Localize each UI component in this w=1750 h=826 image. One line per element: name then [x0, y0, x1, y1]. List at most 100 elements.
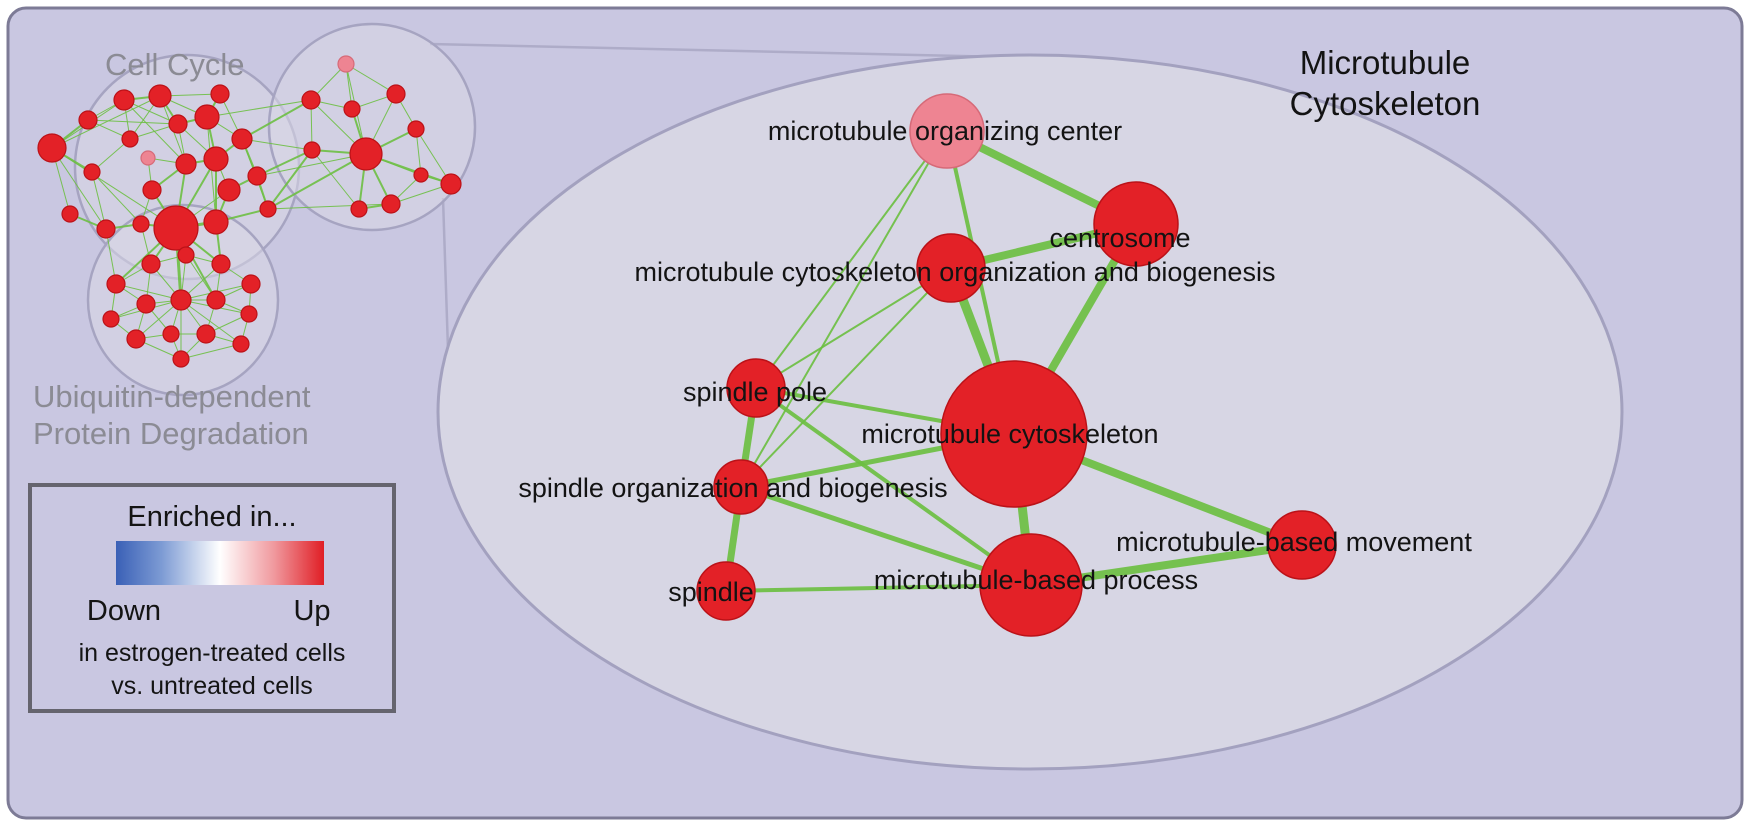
overview-node [153, 205, 199, 251]
overview-node [210, 84, 230, 104]
overview-edge [311, 149, 360, 210]
detail-node-spindle-pole [726, 358, 786, 418]
overview-node [78, 110, 98, 130]
overview-edge [267, 203, 392, 210]
detail-node-microtubule-based-movement [1267, 510, 1337, 580]
detail-node-microtubule-cytoskeleton [940, 360, 1088, 508]
overview-edge [256, 153, 367, 177]
cluster-circle-microtubule-cytoskeleton [267, 22, 477, 232]
overview-node [37, 133, 67, 163]
overview-node [349, 137, 383, 171]
overview-node [301, 90, 321, 110]
overview-node [203, 146, 229, 172]
overview-edge [267, 149, 313, 210]
zoom-callout-line [429, 42, 1006, 59]
overview-node [126, 329, 146, 349]
overview-node [407, 120, 425, 138]
legend-down-label: Down [86, 595, 162, 627]
overview-edge [91, 171, 107, 230]
overview-edge [87, 119, 179, 125]
overview-edge [51, 95, 161, 149]
overview-node [142, 180, 162, 200]
detail-node-microtubule-organizing-center [909, 93, 985, 169]
overview-node [177, 246, 195, 264]
overview-node [172, 350, 190, 368]
detail-node-microtubule-cytoskeleton-organization-and-biogenesis [916, 233, 986, 303]
detail-node-centrosome [1093, 181, 1179, 267]
overview-edge [415, 128, 452, 185]
overview-node [140, 150, 156, 166]
legend-caption-line1: in estrogen-treated cells [78, 639, 346, 667]
overview-node [240, 305, 258, 323]
detail-node-spindle [696, 561, 756, 621]
overview-node [211, 254, 231, 274]
overview-node [175, 153, 197, 175]
detail-node-label-microtubule-organizing-center: microtubule organizing center [768, 116, 1122, 146]
overview-node [381, 194, 401, 214]
overview-node [102, 310, 120, 328]
detail-node-label-centrosome: centrosome [1049, 223, 1190, 253]
detail-edge [755, 130, 948, 389]
overview-node [413, 167, 429, 183]
detail-node-label-microtubule-based-movement: microtubule-based movement [1116, 527, 1472, 557]
overview-node [168, 114, 188, 134]
overview-node [61, 205, 79, 223]
overview-node [136, 294, 156, 314]
overview-node [194, 104, 220, 130]
overview-node [170, 289, 192, 311]
legend-up-label: Up [293, 595, 331, 627]
detail-node-label-microtubule-based-process: microtubule-based process [874, 565, 1198, 595]
overview-edge [91, 171, 142, 225]
overview-edge [345, 63, 397, 95]
overview-node [162, 325, 180, 343]
overview-edge [180, 343, 242, 360]
overview-node [440, 173, 462, 195]
detail-node-microtubule-based-process [979, 533, 1083, 637]
detail-node-label-spindle-organization-and-biogenesis: spindle organization and biogenesis [518, 473, 947, 503]
overview-node [132, 215, 150, 233]
overview-node [259, 200, 277, 218]
overview-edge [241, 99, 312, 140]
overview-node [232, 335, 250, 353]
enrichment-gradient-bar [116, 541, 324, 585]
legend-box: Enriched in... Down Up in estrogen-treat… [28, 483, 396, 713]
overview-node [113, 89, 135, 111]
overview-node [337, 55, 355, 73]
detail-edge [740, 130, 948, 488]
overview-edge [51, 147, 107, 230]
detail-node-label-microtubule-cytoskeleton-organization-and-biogenesis: microtubule cytoskeleton organization an… [635, 257, 1276, 287]
overview-node [83, 163, 101, 181]
overview-edge [256, 149, 313, 177]
overview-edge [206, 99, 312, 118]
detail-node-label-microtubule-cytoskeleton: microtubule cytoskeleton [861, 419, 1158, 449]
overview-edge [51, 147, 177, 229]
legend-caption-line2: vs. untreated cells [111, 672, 313, 700]
overview-node [350, 200, 368, 218]
overview-node [206, 290, 226, 310]
overview-edge [267, 153, 367, 210]
detail-node-label-spindle-pole: spindle pole [683, 377, 827, 407]
overview-edge [123, 99, 187, 165]
overview-node [121, 130, 139, 148]
overview-node [141, 254, 161, 274]
overview-node [231, 128, 253, 150]
overview-node [217, 178, 241, 202]
detail-edge [754, 386, 1033, 587]
detail-edge [755, 267, 952, 389]
detail-node-label-spindle: spindle [668, 577, 754, 607]
overview-node [106, 274, 126, 294]
overview-edge [180, 299, 242, 345]
overview-edge [115, 283, 182, 301]
overview-node [96, 219, 116, 239]
overview-node [343, 100, 361, 118]
detail-node-spindle-organization-and-biogenesis [713, 459, 769, 515]
detail-edge [740, 267, 952, 488]
overview-node [386, 84, 406, 104]
overview-node [148, 84, 172, 108]
legend-title: Enriched in... [127, 501, 297, 533]
overview-edge [241, 138, 313, 151]
overview-node [303, 141, 321, 159]
overview-node [203, 209, 229, 235]
overview-node [241, 274, 261, 294]
